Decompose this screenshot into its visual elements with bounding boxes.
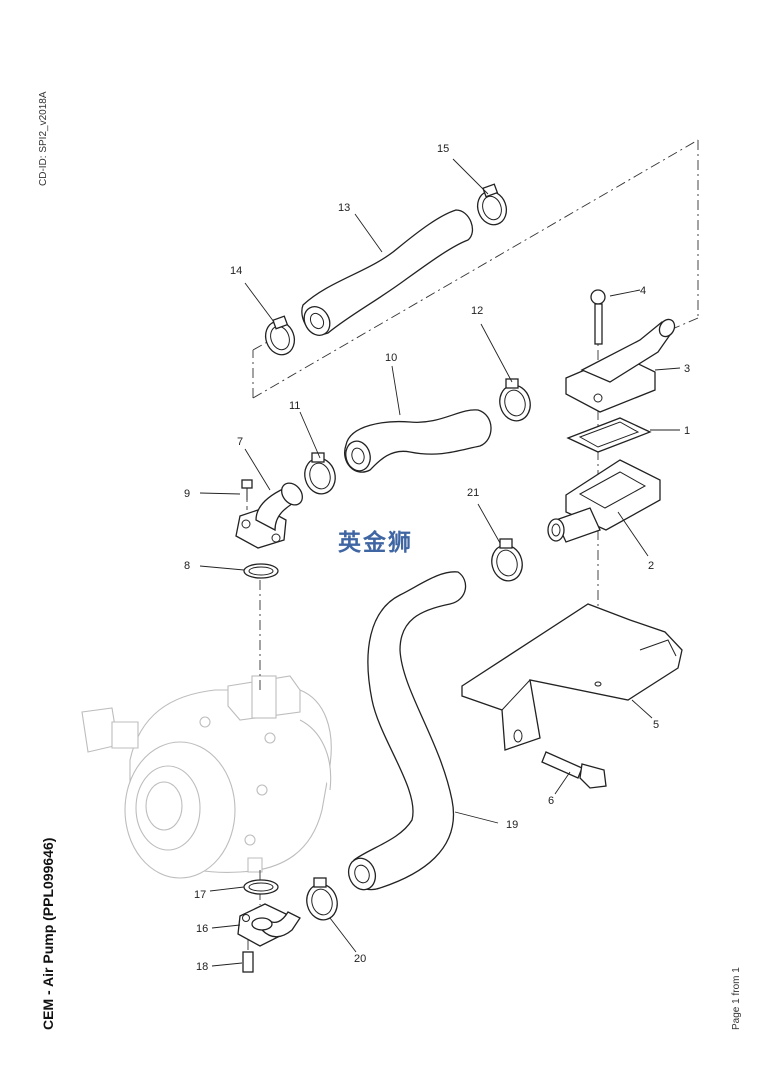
callout-11: 11	[289, 400, 300, 412]
bolt-6	[541, 751, 607, 789]
callout-4: 4	[640, 285, 646, 297]
callout-14: 14	[230, 265, 242, 277]
leader-lines	[199, 158, 681, 967]
callout-12: 12	[471, 305, 483, 317]
bolt-9	[241, 479, 253, 500]
callout-7: 7	[237, 436, 243, 448]
elbow-16	[237, 903, 301, 947]
callout-1: 1	[684, 425, 690, 437]
bracket-5	[461, 603, 683, 751]
o-ring-17	[243, 879, 279, 895]
callout-8: 8	[184, 560, 190, 572]
callout-16: 16	[196, 923, 208, 935]
callout-17: 17	[194, 889, 206, 901]
gasket-1	[566, 417, 652, 453]
bolt-18	[242, 951, 254, 973]
callout-19: 19	[506, 819, 518, 831]
callout-3: 3	[684, 363, 690, 375]
callout-15: 15	[437, 143, 449, 155]
callout-labels: 1 2 3 4 5 6 7 8 9 10 11 12 13 14 15 16 1…	[184, 143, 690, 973]
valve-body-2	[547, 459, 661, 543]
callout-2: 2	[648, 560, 654, 572]
callout-18: 18	[196, 961, 208, 973]
callout-21: 21	[467, 487, 479, 499]
o-ring-8	[243, 563, 279, 579]
clamp-11	[304, 452, 336, 495]
hose-19	[347, 571, 467, 891]
assembly-link-lines	[246, 139, 699, 955]
callout-5: 5	[653, 719, 659, 731]
callout-9: 9	[184, 488, 190, 500]
callout-20: 20	[354, 953, 366, 965]
callout-10: 10	[385, 352, 397, 364]
screw-4	[590, 289, 606, 345]
clamp-20	[306, 877, 338, 921]
callout-13: 13	[338, 202, 350, 214]
watermark-logo-text: 英金狮	[338, 530, 413, 556]
clamp-15	[476, 183, 508, 226]
clamp-12	[499, 378, 531, 422]
valve-housing-3	[565, 318, 676, 413]
hose-13	[301, 209, 473, 336]
engine-air-pump-body	[81, 675, 332, 879]
hose-10	[344, 409, 492, 473]
clamp-14	[264, 315, 296, 356]
clamp-21	[491, 538, 523, 582]
elbow-7	[235, 482, 303, 549]
callout-6: 6	[548, 795, 554, 807]
